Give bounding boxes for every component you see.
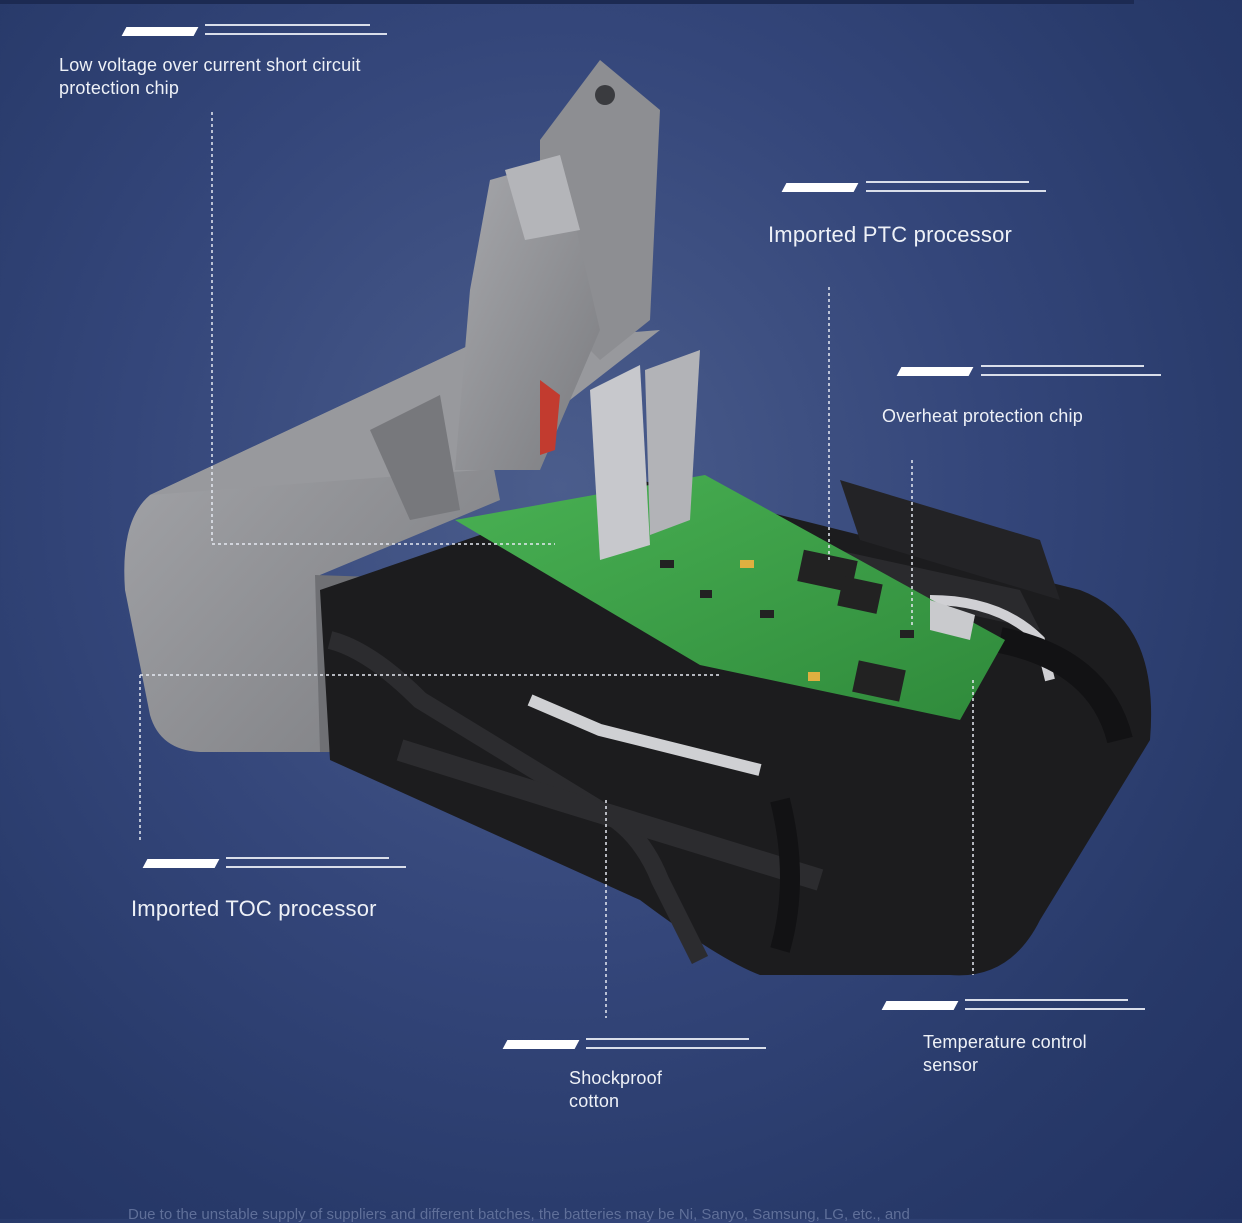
callout-bar-thick [142,859,220,868]
callout-bar-thick [896,367,974,376]
callout-bar-thick [781,183,859,192]
callout-label-toc: Imported TOC processor [131,896,377,921]
callout-label-overheat: Overheat protection chip [882,406,1083,426]
callout-bar-thin [226,866,406,868]
callout-bar-thin [981,365,1144,367]
callout-bar-thin [965,999,1128,1001]
callout-bar-thin [226,857,389,859]
terminal-clip [370,60,700,560]
callout-bar-thin [965,1008,1145,1010]
callout-bar-thick [502,1040,580,1049]
top-edge-bar [0,0,1134,4]
callout-bar-thin [981,374,1161,376]
callout-bar-thin [866,190,1046,192]
pcb-board [455,475,1005,720]
callout-bar-thick [881,1001,959,1010]
footer-note: Due to the unstable supply of suppliers … [128,1206,910,1223]
callout-bar-thin [586,1047,766,1049]
callout-label-ptc: Imported PTC processor [768,222,1013,247]
callout-bar-thick [121,27,199,36]
callout-label-low-voltage: Low voltage over current short circuit p… [59,55,361,98]
callout-label-temperature: Temperature control sensor [923,1032,1087,1075]
battery-cells [320,480,1152,976]
callout-bar-thin [586,1038,749,1040]
callout-bar-thin [205,33,387,35]
callout-bar-thin [205,24,370,26]
callout-bar-thin [866,181,1029,183]
callout-label-shockproof: Shockproof cotton [569,1068,663,1111]
